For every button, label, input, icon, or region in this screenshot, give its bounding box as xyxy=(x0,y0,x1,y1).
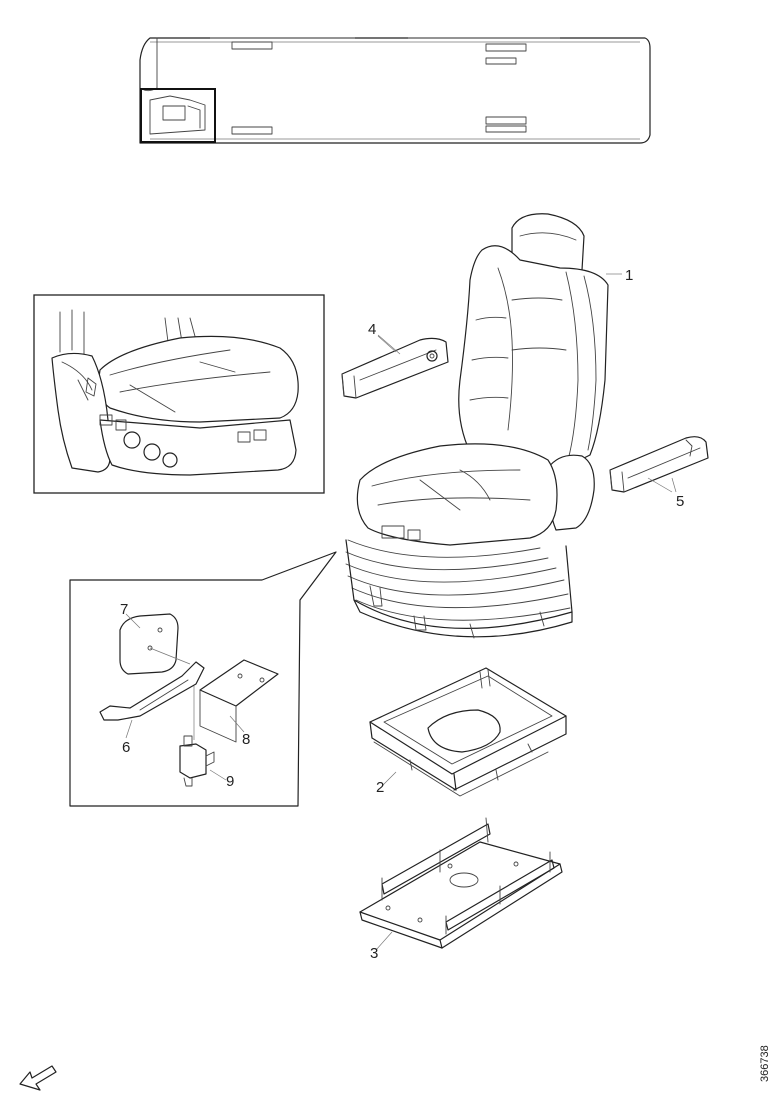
mounting-plate xyxy=(359,817,563,949)
seat-controls-detail xyxy=(33,294,325,494)
callout-9: 9 xyxy=(226,773,234,790)
vehicle-location-outline xyxy=(139,37,651,144)
callout-1: 1 xyxy=(625,267,633,284)
switch-bracket-detail xyxy=(69,551,337,807)
direction-arrow-icon xyxy=(19,1065,57,1091)
callout-leaders xyxy=(125,273,677,951)
callout-7: 7 xyxy=(120,601,128,618)
seat-suspension xyxy=(345,539,573,639)
reference-code: 366738 xyxy=(759,1045,771,1082)
callout-6: 6 xyxy=(122,739,130,756)
callout-2: 2 xyxy=(376,779,384,796)
driver-seat xyxy=(345,213,609,639)
driver-area-highlight xyxy=(140,88,216,143)
armrest-left xyxy=(341,335,449,399)
callout-4: 4 xyxy=(368,321,376,338)
seat-base-frame xyxy=(369,667,567,797)
callout-5: 5 xyxy=(676,493,684,510)
callout-8: 8 xyxy=(242,731,250,748)
callout-3: 3 xyxy=(370,945,378,962)
armrest-right xyxy=(609,436,709,493)
